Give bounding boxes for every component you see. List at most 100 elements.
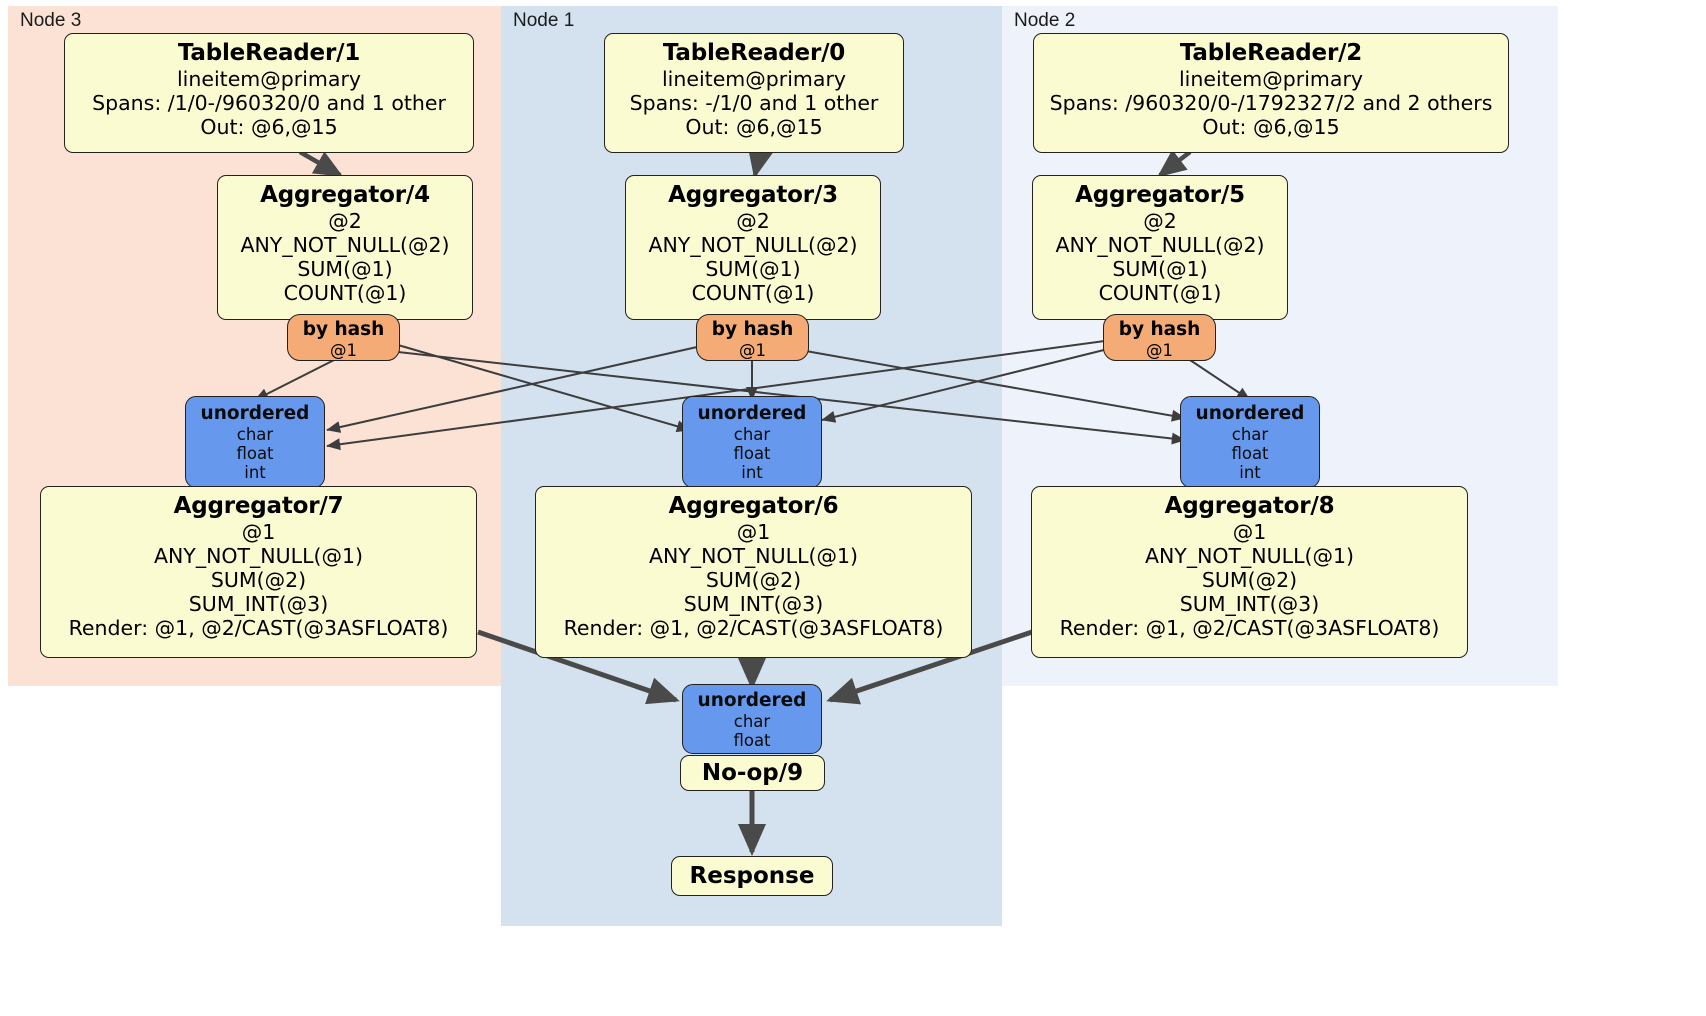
processor-title: Aggregator/5 xyxy=(1075,182,1245,208)
processor-line: lineitem@primary xyxy=(1178,66,1364,91)
processor-title: TableReader/0 xyxy=(662,40,846,66)
processor-table-reader-1[interactable]: TableReader/1 lineitem@primary Spans: /1… xyxy=(64,33,474,153)
processor-aggregator-4[interactable]: Aggregator/4 @2 ANY_NOT_NULL(@2) SUM(@1)… xyxy=(217,175,473,320)
edge-hash5-unordered6 xyxy=(821,347,1113,423)
processor-line: lineitem@primary xyxy=(661,66,847,91)
synchronizer-line: int xyxy=(1239,463,1261,483)
processor-title: Response xyxy=(689,862,815,889)
edge-agg7-unordered-final xyxy=(477,629,680,705)
processor-aggregator-7[interactable]: Aggregator/7 @1 ANY_NOT_NULL(@1) SUM(@2)… xyxy=(40,486,477,658)
synchronizer-title: unordered xyxy=(1195,403,1305,424)
processor-line: SUM(@1) xyxy=(705,256,801,281)
synchronizer-unordered-7[interactable]: unordered char float int xyxy=(185,396,325,488)
processor-title: Aggregator/8 xyxy=(1164,493,1335,519)
region-node-2-label: Node 2 xyxy=(1014,10,1076,31)
processor-aggregator-5[interactable]: Aggregator/5 @2 ANY_NOT_NULL(@2) SUM(@1)… xyxy=(1032,175,1288,320)
processor-line: @1 xyxy=(241,519,276,544)
edge-hash5-unordered8 xyxy=(1189,359,1251,401)
processor-title: Aggregator/4 xyxy=(260,182,430,208)
processor-line: SUM(@1) xyxy=(1112,256,1208,281)
processor-title: Aggregator/7 xyxy=(173,493,344,519)
processor-line: Out: @6,@15 xyxy=(200,114,338,139)
processor-table-reader-2[interactable]: TableReader/2 lineitem@primary Spans: /9… xyxy=(1033,33,1509,153)
processor-title: TableReader/1 xyxy=(177,40,361,66)
processor-line: Render: @1, @2/CAST(@3ASFLOAT8) xyxy=(1059,615,1440,640)
router-line: @1 xyxy=(1146,340,1173,360)
edge-hash3-unordered7 xyxy=(326,344,707,433)
router-line: @1 xyxy=(330,340,357,360)
edge-hash4-unordered7 xyxy=(254,354,345,401)
edge-hash4-unordered6 xyxy=(397,344,691,433)
edge-hash3-unordered8 xyxy=(799,349,1186,422)
synchronizer-title: unordered xyxy=(697,403,807,424)
router-by-hash-3[interactable]: by hash @1 xyxy=(696,314,809,361)
processor-aggregator-8[interactable]: Aggregator/8 @1 ANY_NOT_NULL(@1) SUM(@2)… xyxy=(1031,486,1468,658)
router-by-hash-4[interactable]: by hash @1 xyxy=(287,314,400,361)
router-title: by hash xyxy=(302,319,385,340)
processor-line: @2 xyxy=(328,208,362,233)
processor-response[interactable]: Response xyxy=(671,856,833,896)
processor-line: SUM(@2) xyxy=(210,567,307,592)
processor-line: SUM_INT(@3) xyxy=(1179,591,1320,616)
router-by-hash-5[interactable]: by hash @1 xyxy=(1103,314,1216,361)
synchronizer-line: char xyxy=(733,424,771,444)
router-line: @1 xyxy=(739,340,766,360)
processor-line: Out: @6,@15 xyxy=(685,114,823,139)
synchronizer-line: int xyxy=(741,463,763,483)
region-node-3-label: Node 3 xyxy=(20,10,82,31)
processor-line: @2 xyxy=(1143,208,1177,233)
synchronizer-line: char xyxy=(1231,424,1269,444)
processor-line: ANY_NOT_NULL(@1) xyxy=(648,543,859,568)
synchronizer-line: float xyxy=(236,443,274,463)
synchronizer-unordered-6[interactable]: unordered char float int xyxy=(682,396,822,488)
processor-line: SUM(@1) xyxy=(297,256,393,281)
processor-title: Aggregator/3 xyxy=(668,182,838,208)
processor-line: ANY_NOT_NULL(@1) xyxy=(1144,543,1355,568)
synchronizer-line: float xyxy=(733,443,771,463)
processor-line: SUM(@2) xyxy=(705,567,802,592)
synchronizer-line: float xyxy=(1231,443,1269,463)
region-node-1-label: Node 1 xyxy=(513,10,575,31)
processor-line: ANY_NOT_NULL(@2) xyxy=(648,232,858,257)
processor-line: Render: @1, @2/CAST(@3ASFLOAT8) xyxy=(563,615,944,640)
processor-aggregator-6[interactable]: Aggregator/6 @1 ANY_NOT_NULL(@1) SUM(@2)… xyxy=(535,486,972,658)
edge-tr2-agg5 xyxy=(1157,149,1192,178)
edge-tr0-agg3 xyxy=(748,147,773,179)
processor-line: @1 xyxy=(736,519,771,544)
processor-line: SUM_INT(@3) xyxy=(683,591,824,616)
router-title: by hash xyxy=(711,319,794,340)
processor-aggregator-3[interactable]: Aggregator/3 @2 ANY_NOT_NULL(@2) SUM(@1)… xyxy=(625,175,881,320)
synchronizer-line: char xyxy=(236,424,274,444)
processor-line: ANY_NOT_NULL(@2) xyxy=(1055,232,1265,257)
processor-line: lineitem@primary xyxy=(176,66,362,91)
processor-table-reader-0[interactable]: TableReader/0 lineitem@primary Spans: -/… xyxy=(604,33,904,153)
processor-line: Out: @6,@15 xyxy=(1202,114,1340,139)
processor-title: No-op/9 xyxy=(701,759,804,786)
processor-line: Render: @1, @2/CAST(@3ASFLOAT8) xyxy=(68,615,449,640)
processor-line: Spans: -/1/0 and 1 other xyxy=(629,90,879,115)
processor-line: Spans: /1/0-/960320/0 and 1 other xyxy=(92,90,446,115)
edge-tr1-agg4 xyxy=(298,150,344,177)
processor-line: ANY_NOT_NULL(@1) xyxy=(153,543,364,568)
processor-line: SUM(@2) xyxy=(1201,567,1298,592)
processor-title: Aggregator/6 xyxy=(668,493,839,519)
edge-hash5-unordered7 xyxy=(326,339,1113,451)
synchronizer-unordered-8[interactable]: unordered char float int xyxy=(1180,396,1320,488)
processor-line: SUM_INT(@3) xyxy=(188,591,329,616)
processor-noop-9[interactable]: No-op/9 xyxy=(680,755,825,791)
processor-line: COUNT(@1) xyxy=(1098,280,1222,305)
router-title: by hash xyxy=(1118,319,1201,340)
synchronizer-unordered-final[interactable]: unordered char float xyxy=(682,684,822,754)
processor-line: Spans: /960320/0-/1792327/2 and 2 others xyxy=(1049,90,1493,115)
synchronizer-title: unordered xyxy=(200,403,310,424)
synchronizer-title: unordered xyxy=(697,690,807,711)
synchronizer-line: int xyxy=(244,463,266,483)
processor-line: ANY_NOT_NULL(@2) xyxy=(240,232,450,257)
processor-line: @1 xyxy=(1232,519,1267,544)
processor-line: @2 xyxy=(736,208,770,233)
synchronizer-line: char xyxy=(733,711,771,731)
processor-line: COUNT(@1) xyxy=(691,280,815,305)
synchronizer-line: float xyxy=(733,730,771,750)
